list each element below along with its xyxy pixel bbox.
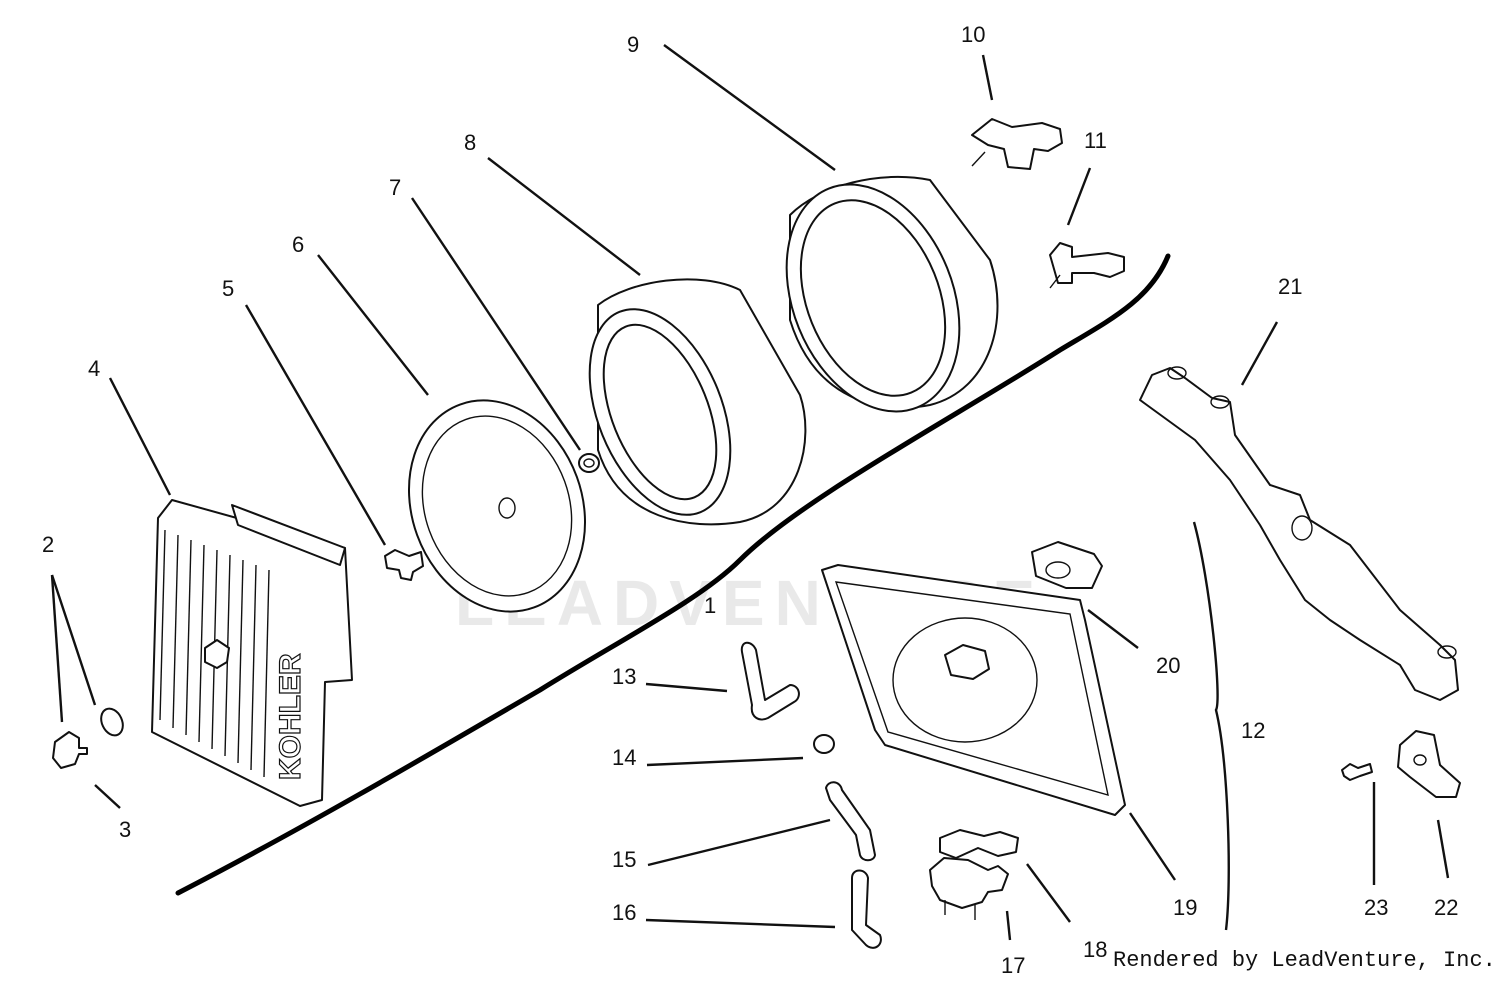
callout-22: 22: [1434, 895, 1458, 920]
screw-23-part: [1341, 763, 1373, 781]
bracket-17-part: [929, 857, 1009, 920]
callout-5: 5: [222, 276, 234, 301]
callout-1: 1: [704, 593, 716, 618]
bracket-18-part: [939, 829, 1019, 859]
callout-8: 8: [464, 130, 476, 155]
wing-nut-part: [384, 549, 424, 581]
spacer-part: [578, 453, 600, 473]
bracket-11-part: [1049, 242, 1125, 289]
callout-15: 15: [612, 847, 636, 872]
precleaner-foam-part: [588, 278, 807, 526]
callout-10: 10: [961, 22, 985, 47]
bracket-10-part: [971, 118, 1063, 170]
gasket-22-part: [1397, 730, 1461, 798]
breather-hose-13-part: [740, 641, 800, 721]
callout-3: 3: [119, 817, 131, 842]
callout-21: 21: [1278, 274, 1302, 299]
callout-19: 19: [1173, 895, 1197, 920]
callout-17: 17: [1001, 953, 1025, 978]
leader-lines: [50, 44, 1450, 941]
kohler-brand-mark: KOHLER: [274, 653, 307, 780]
render-credit-text: Rendered by LeadVenture, Inc.: [1113, 948, 1496, 973]
cover-knob-part: [52, 707, 124, 769]
callout-12: 12: [1241, 718, 1265, 743]
callout-23: 23: [1364, 895, 1388, 920]
hose-clamp-14-part: [813, 734, 835, 754]
callout-20: 20: [1156, 653, 1180, 678]
gasket-20-part: [1031, 541, 1103, 589]
callout-14: 14: [612, 745, 636, 770]
callout-16: 16: [612, 900, 636, 925]
air-cleaner-cover-part: KOHLER: [151, 499, 353, 807]
breather-hose-15-part: [825, 781, 876, 862]
callout-2: 2: [42, 532, 54, 557]
callout-6: 6: [292, 232, 304, 257]
callout-7: 7: [389, 175, 401, 200]
callout-11: 11: [1084, 128, 1107, 153]
callout-18: 18: [1083, 937, 1107, 962]
cover-disc-part: [407, 399, 587, 613]
paper-element-part: [785, 175, 999, 413]
air-cleaner-base-part: [821, 564, 1126, 816]
section-divider-line: [175, 253, 1171, 896]
callout-numbers: 1 2 3 4 5 6 7 8 9 10 11 12 13 14 15 16 1…: [42, 22, 1458, 978]
callout-4: 4: [88, 356, 100, 381]
callout-9: 9: [627, 32, 639, 57]
callout-13: 13: [612, 664, 636, 689]
breather-hose-16-part: [851, 869, 882, 949]
intake-manifold-part: [1139, 366, 1459, 701]
